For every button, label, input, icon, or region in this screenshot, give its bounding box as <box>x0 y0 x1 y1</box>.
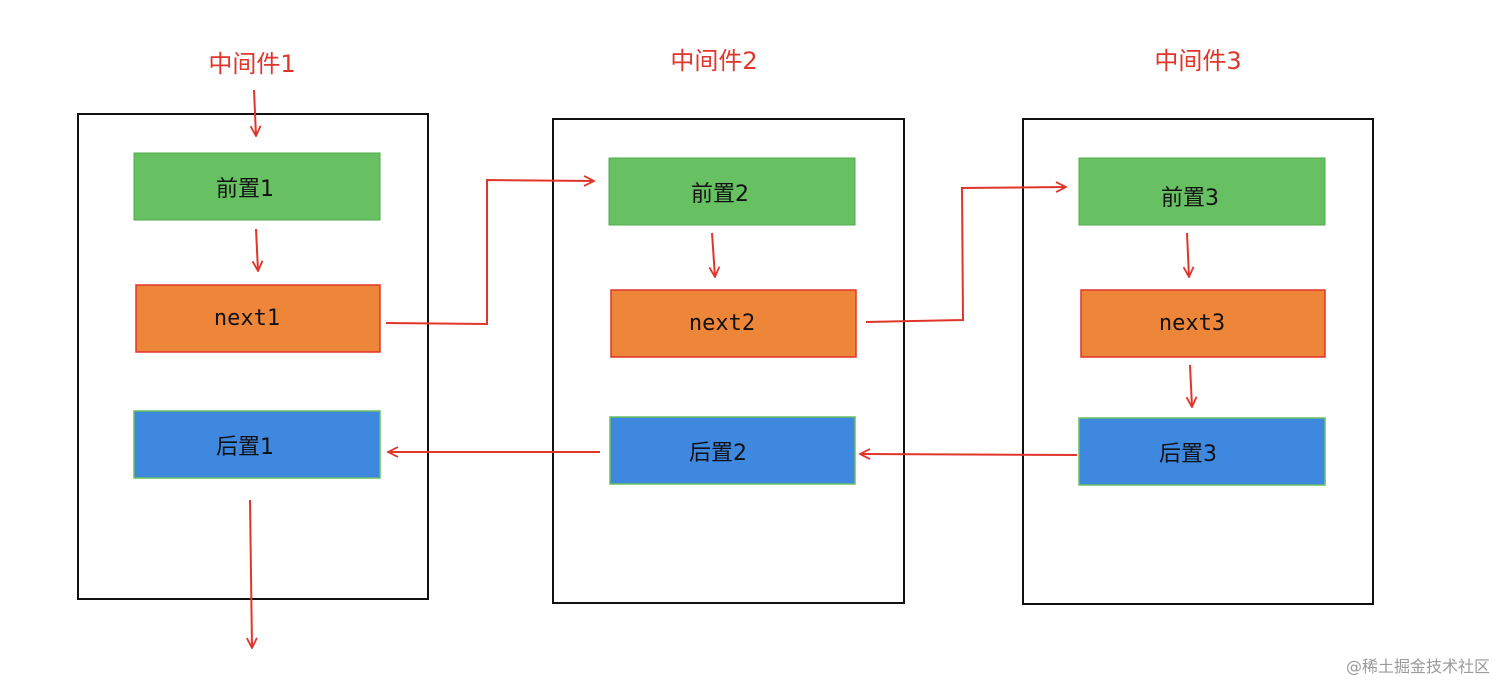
arrow-out-of-middleware-1 <box>250 499 252 648</box>
middleware-1-title: 中间件1 <box>208 50 295 78</box>
next-box-3 <box>1080 289 1326 358</box>
arrow-pre3-to-next3 <box>1187 232 1189 277</box>
pre-label-2: 前置2 <box>691 182 749 207</box>
post-label-3: 后置3 <box>1159 442 1217 467</box>
next-label-2: next2 <box>689 311 755 336</box>
post-box-2 <box>609 416 856 485</box>
arrow-pre2-to-next2 <box>712 232 715 277</box>
pre-box-3 <box>1078 157 1326 226</box>
arrows <box>250 89 1192 648</box>
arrow-next2-to-pre3 <box>865 187 1066 323</box>
next-label-3: next3 <box>1159 311 1225 336</box>
arrow-post3-to-post2 <box>860 454 1078 455</box>
post-box-3 <box>1078 417 1326 486</box>
pre-box-1 <box>133 152 381 221</box>
arrow-into-middleware-1 <box>254 89 256 136</box>
middleware-3: 中间件3 前置3 next3 后置3 <box>1022 47 1374 605</box>
pre-label-1: 前置1 <box>216 177 274 202</box>
middleware-3-title: 中间件3 <box>1154 47 1241 75</box>
arrow-next3-to-post3 <box>1190 364 1192 407</box>
arrow-pre1-to-next1 <box>256 228 258 271</box>
post-label-2: 后置2 <box>689 441 747 466</box>
watermark: @稀土掘金技术社区 <box>1346 657 1490 676</box>
pre-box-2 <box>608 157 856 226</box>
middleware-2-title: 中间件2 <box>670 47 757 75</box>
next-label-1: next1 <box>214 306 280 331</box>
post-label-1: 后置1 <box>216 435 274 460</box>
arrow-next1-to-pre2 <box>385 180 594 326</box>
pre-label-3: 前置3 <box>1161 186 1219 211</box>
middleware-2: 中间件2 前置2 next2 后置2 <box>552 47 905 604</box>
next-box-1 <box>135 284 381 353</box>
next-box-2 <box>610 289 857 358</box>
post-box-1 <box>133 410 381 479</box>
middleware-1: 中间件1 前置1 next1 后置1 <box>77 50 429 600</box>
